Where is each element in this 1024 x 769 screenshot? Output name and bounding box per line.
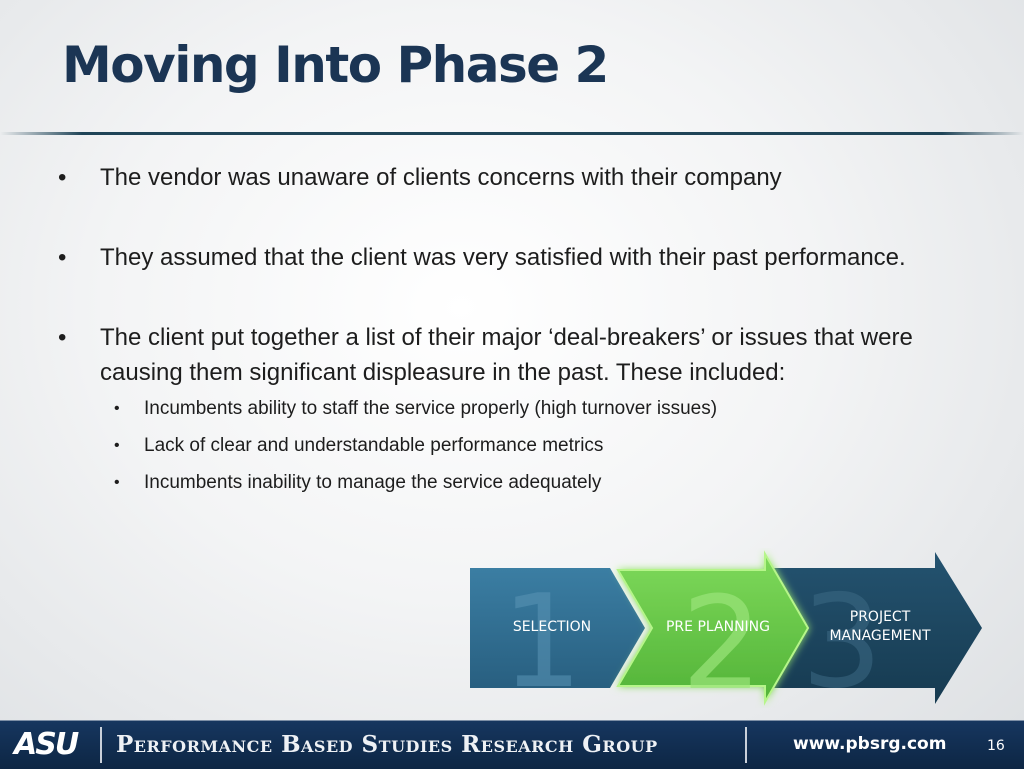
sub-bullet-item: • Incumbents inability to manage the ser… <box>114 464 958 501</box>
phase-3-number: 3 <box>801 568 882 708</box>
asu-logo: ASU <box>14 727 79 762</box>
page-number: 16 <box>987 738 1005 754</box>
phase-arrow-graphic: 3 1 2 SELECTION PRE PLANNING PROJECT MAN… <box>470 548 984 719</box>
phase-1-arrow <box>470 568 645 688</box>
footer-divider <box>100 727 102 763</box>
title-divider <box>0 132 1024 135</box>
bullet-item: • The vendor was unaware of clients conc… <box>58 160 958 195</box>
phase-2-number: 2 <box>681 570 762 708</box>
bullet-marker: • <box>58 244 67 271</box>
bullet-marker: • <box>58 324 67 351</box>
sub-bullet-item: • Lack of clear and understandable perfo… <box>114 427 958 464</box>
sub-bullet-text: Lack of clear and understandable perform… <box>144 435 604 456</box>
phase-3-label: PROJECT MANAGEMENT <box>818 608 942 646</box>
bullet-item: • They assumed that the client was very … <box>58 240 958 275</box>
sub-bullet-list: • Incumbents ability to staff the servic… <box>114 390 958 501</box>
bullet-item: • The client put together a list of thei… <box>58 320 958 390</box>
phase-2-label: PRE PLANNING <box>665 619 770 635</box>
slide-title: Moving Into Phase 2 <box>62 36 609 94</box>
phase-1-number: 1 <box>501 568 582 708</box>
phase-arrows-svg: 3 1 2 <box>470 550 982 719</box>
bullet-text: The vendor was unaware of clients concer… <box>100 164 782 191</box>
phase-3-label-line2: MANAGEMENT <box>829 628 931 644</box>
sub-bullet-marker: • <box>114 474 120 491</box>
organization-name: Performance Based Studies Research Group <box>116 731 658 758</box>
bullet-marker: • <box>58 164 67 191</box>
sub-bullet-marker: • <box>114 400 120 417</box>
website-url: www.pbsrg.com <box>793 734 947 754</box>
phase-3-label-line1: PROJECT <box>849 609 911 625</box>
footer-divider <box>745 727 747 763</box>
sub-bullet-text: Incumbents inability to manage the servi… <box>144 472 602 493</box>
bullet-list: • The vendor was unaware of clients conc… <box>58 160 958 501</box>
bullet-text: The client put together a list of their … <box>100 324 913 386</box>
sub-bullet-marker: • <box>114 437 120 454</box>
sub-bullet-item: • Incumbents ability to staff the servic… <box>114 390 958 427</box>
phase-1-label: SELECTION <box>512 619 592 635</box>
sub-bullet-text: Incumbents ability to staff the service … <box>144 398 718 419</box>
phase-2-arrow <box>616 550 810 706</box>
phase-3-arrow <box>770 552 982 704</box>
bullet-text: They assumed that the client was very sa… <box>100 244 906 271</box>
footer-bar: ASU Performance Based Studies Research G… <box>0 720 1024 769</box>
